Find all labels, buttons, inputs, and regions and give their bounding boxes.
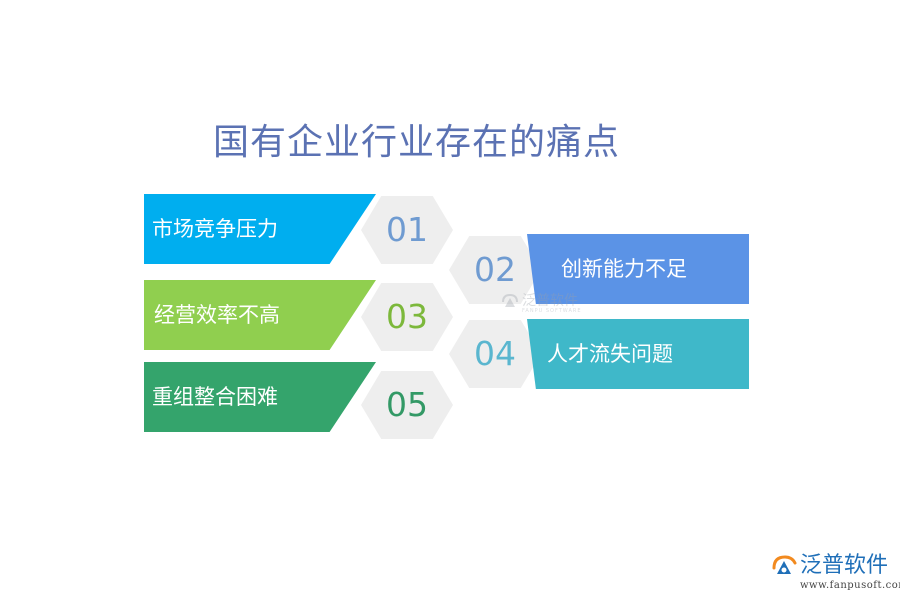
- item-banner-1: 市场竞争压力: [144, 194, 376, 264]
- item-label-5: 重组整合困难: [152, 385, 278, 409]
- item-banner-2: 创新能力不足: [527, 234, 749, 304]
- item-number-1: 01: [386, 210, 428, 249]
- item-hex-3: 03: [361, 283, 453, 351]
- brand-logo: 泛普软件 www.fanpusoft.com: [770, 550, 900, 594]
- watermark-subtitle: FANPU SOFTWARE: [522, 308, 582, 314]
- item-banner-4: 人才流失问题: [527, 319, 749, 389]
- brand-url: www.fanpusoft.com: [800, 580, 900, 591]
- item-banner-3: 经营效率不高: [144, 280, 376, 350]
- diagram-title: 国有企业行业存在的痛点: [213, 122, 621, 163]
- item-hex-1: 01: [361, 196, 453, 264]
- item-label-1: 市场竞争压力: [152, 217, 278, 241]
- item-label-4: 人才流失问题: [547, 342, 673, 366]
- item-number-4: 04: [474, 334, 516, 373]
- item-label-3: 经营效率不高: [154, 303, 280, 327]
- item-number-2: 02: [474, 250, 516, 289]
- item-number-5: 05: [386, 385, 428, 424]
- watermark-name: 泛普软件: [522, 293, 578, 309]
- item-hex-4: 04: [449, 320, 541, 388]
- item-hex-2: 02: [449, 236, 541, 304]
- item-banner-5: 重组整合困难: [144, 362, 376, 432]
- brand-name: 泛普软件: [800, 553, 889, 578]
- item-label-2: 创新能力不足: [561, 257, 687, 281]
- watermark: 泛普软件 FANPU SOFTWARE: [500, 290, 590, 318]
- item-number-3: 03: [386, 297, 428, 336]
- watermark-logo-icon: [502, 293, 518, 307]
- fanpu-logo-icon: [772, 555, 797, 574]
- item-hex-5: 05: [361, 371, 453, 439]
